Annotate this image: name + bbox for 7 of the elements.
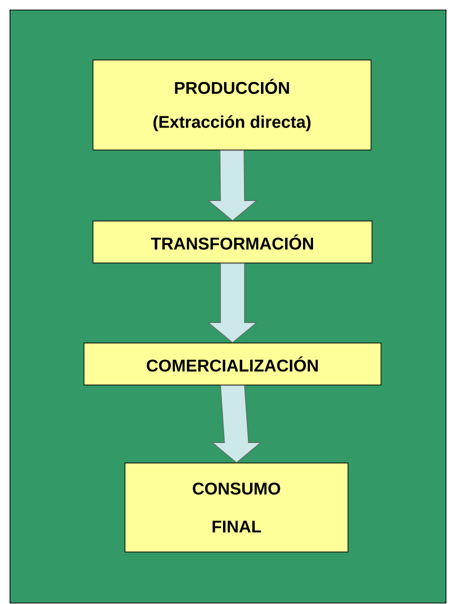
- block-arrow: [208, 263, 258, 344]
- process-box: COMERCIALIZACIÓN: [84, 342, 382, 386]
- process-box: CONSUMO FINAL: [124, 462, 348, 552]
- process-box: PRODUCCIÓN (Extracción directa): [92, 60, 372, 150]
- process-box: TRANSFORMACIÓN: [92, 220, 372, 264]
- block-arrow: [212, 385, 262, 464]
- block-arrow: [208, 150, 258, 222]
